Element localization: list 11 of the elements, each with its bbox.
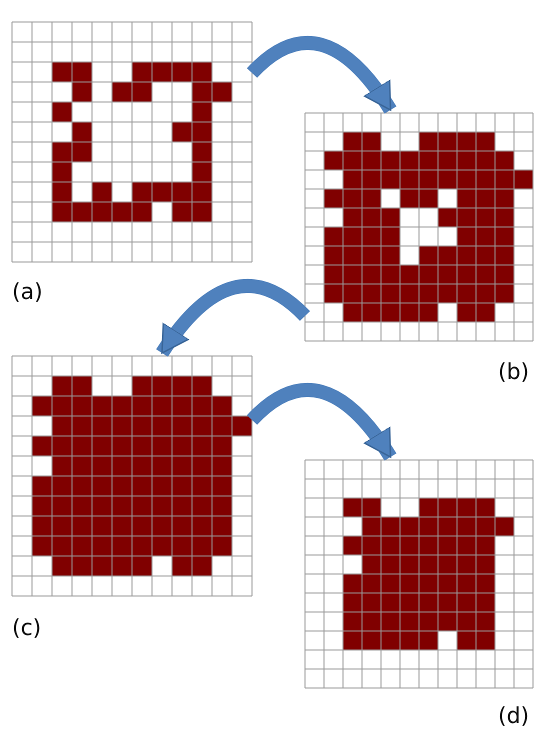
curved-arrow bbox=[247, 383, 396, 461]
pixel-grid-drawing bbox=[12, 356, 252, 596]
curved-arrow bbox=[156, 279, 310, 357]
panel-label: (c) bbox=[12, 618, 42, 640]
pixel-grid-drawing bbox=[305, 113, 533, 341]
pixel-grid-drawing bbox=[12, 22, 252, 262]
pixel-grid-drawing bbox=[305, 460, 533, 688]
panel-label: (d) bbox=[498, 706, 530, 728]
curved-arrow bbox=[247, 36, 396, 114]
panel-label: (b) bbox=[498, 362, 530, 384]
panel-label: (a) bbox=[12, 282, 43, 304]
